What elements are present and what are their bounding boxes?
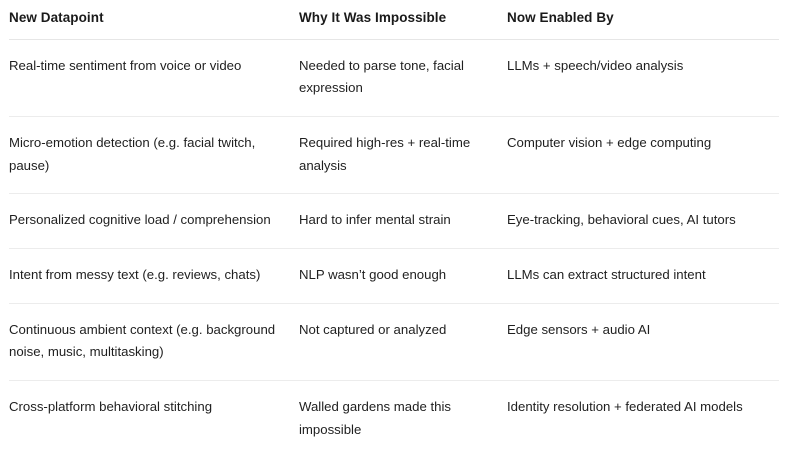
cell-why-it-was-impossible: Required high-res + real-time analysis (299, 116, 507, 195)
table-row: Continuous ambient context (e.g. backgro… (9, 303, 779, 382)
cell-new-datapoint: Real-time sentiment from voice or video (9, 39, 299, 117)
cell-why-it-was-impossible: Needed to parse tone, facial expression (299, 39, 507, 117)
cell-text: Eye-tracking, behavioral cues, AI tutors (507, 212, 736, 228)
cell-new-datapoint: Continuous ambient context (e.g. backgro… (9, 303, 299, 382)
column-header-why-it-was-impossible: Why It Was Impossible (299, 0, 507, 40)
comparison-table: New Datapoint Why It Was Impossible Now … (9, 0, 779, 458)
column-header-new-datapoint: New Datapoint (9, 0, 299, 40)
table-row: Real-time sentiment from voice or video … (9, 39, 779, 117)
cell-text: Needed to parse tone, facial expression (299, 57, 464, 96)
cell-text: Hard to infer mental strain (299, 212, 451, 228)
cell-text: Required high-res + real-time analysis (299, 134, 471, 173)
cell-text: Personalized cognitive load / comprehens… (9, 212, 271, 228)
cell-why-it-was-impossible: NLP wasn’t good enough (299, 248, 507, 304)
column-header-now-enabled-by: Now Enabled By (507, 0, 779, 40)
cell-now-enabled-by: Identity resolution + federated AI model… (507, 381, 779, 458)
cell-text: LLMs + speech/video analysis (507, 57, 684, 73)
cell-text: Edge sensors + audio AI (507, 321, 651, 337)
cell-new-datapoint: Cross-platform behavioral stitching (9, 381, 299, 458)
cell-text: NLP wasn’t good enough (299, 267, 447, 283)
table-row: Intent from messy text (e.g. reviews, ch… (9, 248, 779, 304)
cell-new-datapoint: Micro-emotion detection (e.g. facial twi… (9, 116, 299, 195)
cell-text: Cross-platform behavioral stitching (9, 399, 213, 415)
cell-new-datapoint: Personalized cognitive load / comprehens… (9, 193, 299, 250)
table-header-row: New Datapoint Why It Was Impossible Now … (9, 0, 779, 40)
table-body: Real-time sentiment from voice or video … (9, 39, 779, 458)
cell-text: Real-time sentiment from voice or video (9, 57, 242, 73)
cell-text: Not captured or analyzed (299, 321, 447, 337)
cell-text: Micro-emotion detection (e.g. facial twi… (9, 134, 256, 173)
table-row: Personalized cognitive load / comprehens… (9, 193, 779, 250)
table-header: New Datapoint Why It Was Impossible Now … (9, 0, 779, 40)
cell-now-enabled-by: Edge sensors + audio AI (507, 303, 779, 382)
cell-text: LLMs can extract structured intent (507, 267, 706, 283)
cell-now-enabled-by: Eye-tracking, behavioral cues, AI tutors (507, 193, 779, 250)
cell-text: Intent from messy text (e.g. reviews, ch… (9, 267, 261, 283)
cell-now-enabled-by: LLMs can extract structured intent (507, 248, 779, 304)
cell-why-it-was-impossible: Walled gardens made this impossible (299, 381, 507, 458)
cell-text: Walled gardens made this impossible (299, 399, 451, 437)
cell-text: Computer vision + edge computing (507, 134, 712, 150)
cell-why-it-was-impossible: Hard to infer mental strain (299, 193, 507, 250)
cell-text: Continuous ambient context (e.g. backgro… (9, 321, 276, 360)
cell-now-enabled-by: Computer vision + edge computing (507, 116, 779, 195)
cell-now-enabled-by: LLMs + speech/video analysis (507, 39, 779, 117)
table-row: Micro-emotion detection (e.g. facial twi… (9, 116, 779, 195)
cell-new-datapoint: Intent from messy text (e.g. reviews, ch… (9, 248, 299, 304)
table-row: Cross-platform behavioral stitching Wall… (9, 381, 779, 458)
cell-why-it-was-impossible: Not captured or analyzed (299, 303, 507, 382)
cell-text: Identity resolution + federated AI model… (507, 399, 743, 415)
